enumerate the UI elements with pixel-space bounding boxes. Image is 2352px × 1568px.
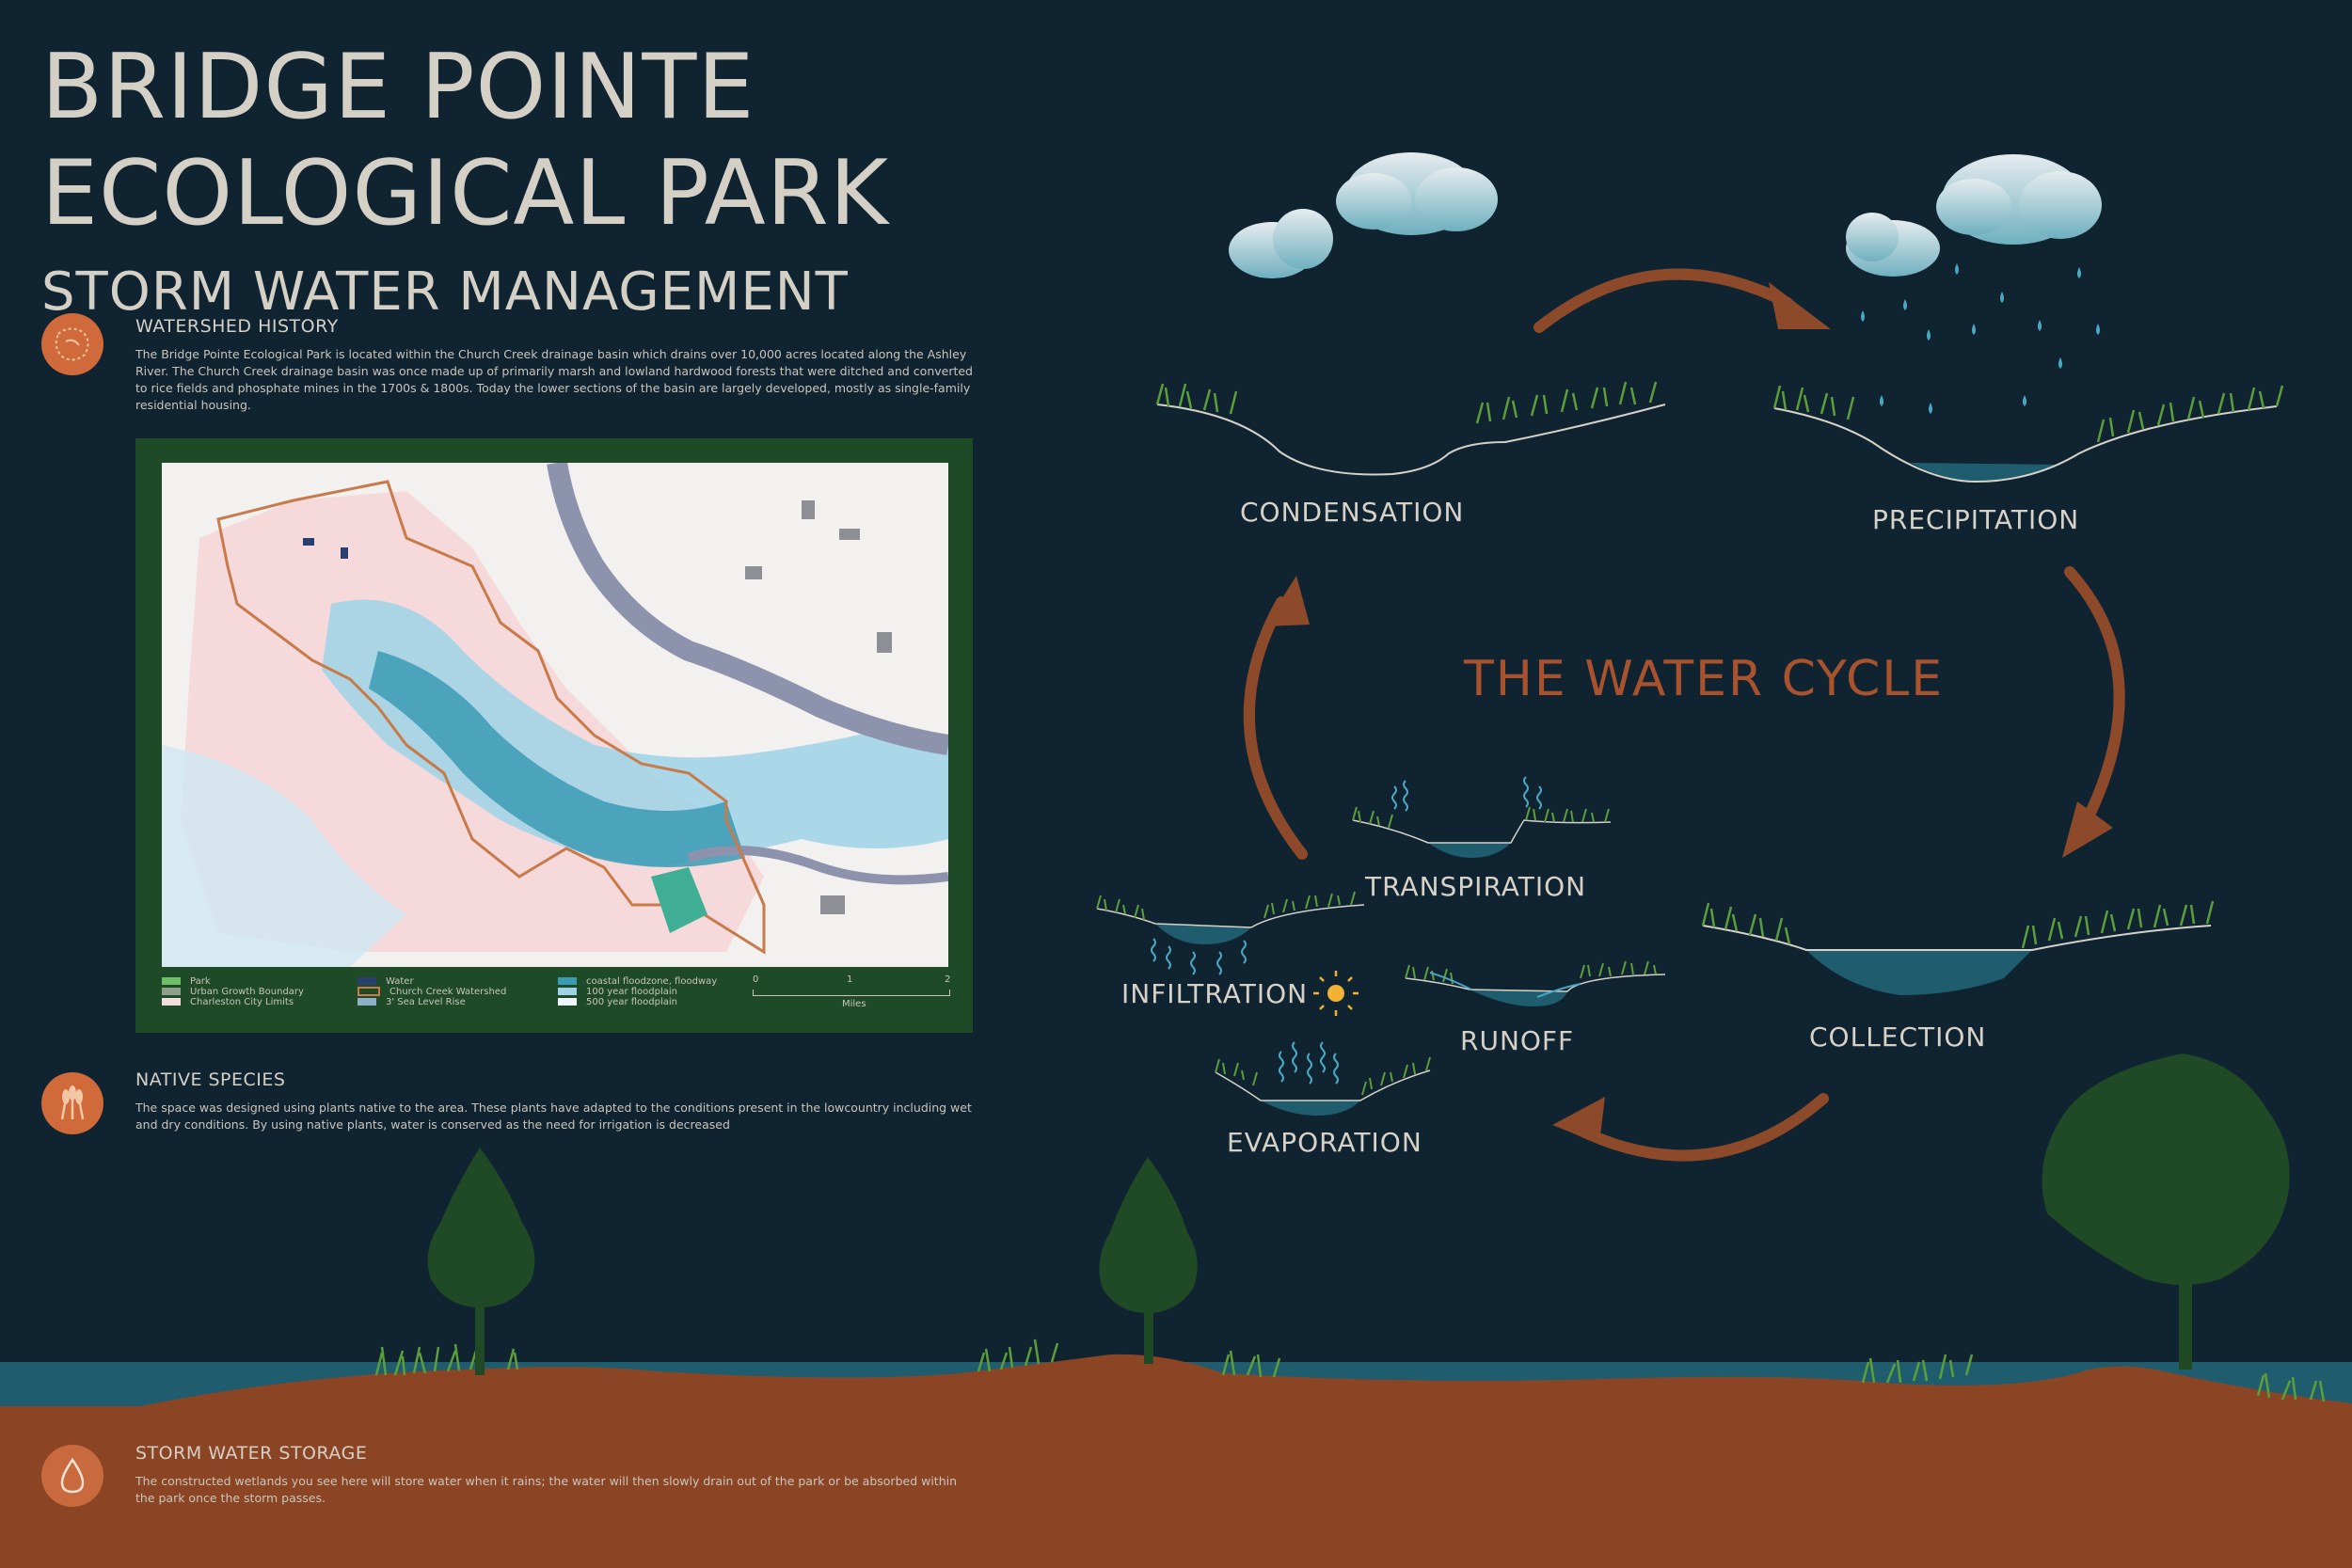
watershed-icon xyxy=(41,313,103,375)
legend-item: 100 year floodplain xyxy=(558,987,774,997)
map-legend-col1: Park Urban Growth Boundary Charleston Ci… xyxy=(162,976,378,1007)
title-block: BRIDGE POINTE ECOLOGICAL PARK STORM WATE… xyxy=(41,36,890,324)
infiltration-basin xyxy=(1096,891,1365,975)
legend-item: 500 year floodplain xyxy=(558,997,774,1007)
map-legend-col2: Water Church Creek Watershed 3' Sea Leve… xyxy=(358,976,574,1007)
native-body: The space was designed using plants nati… xyxy=(135,1101,972,1132)
native-plants-icon xyxy=(41,1072,103,1134)
evaporation-basin xyxy=(1215,1041,1431,1116)
stage-label-runoff: RUNOFF xyxy=(1460,1025,1575,1056)
watershed-body: The Bridge Pointe Ecological Park is loc… xyxy=(135,347,973,413)
page-subtitle: STORM WATER MANAGEMENT xyxy=(41,261,849,323)
soil-ground xyxy=(0,1354,2352,1568)
legend-swatch xyxy=(558,998,577,1006)
runoff-basin xyxy=(1405,960,1666,1006)
stage-label-evaporation: EVAPORATION xyxy=(1227,1127,1422,1158)
cycle-arrows xyxy=(1243,268,2125,1162)
raindrops xyxy=(1861,263,2100,414)
legend-item: Church Creek Watershed xyxy=(358,987,574,997)
tree-middle xyxy=(1099,1157,1198,1364)
ground-grass xyxy=(374,1338,2326,1402)
watershed-map xyxy=(162,463,948,967)
legend-swatch xyxy=(162,977,181,985)
scale-unit: Miles xyxy=(842,999,866,1009)
collection-basin xyxy=(1701,900,2215,995)
storage-heading: STORM WATER STORAGE xyxy=(135,1443,368,1464)
tree-left xyxy=(427,1148,535,1375)
transpiration-basin xyxy=(1352,776,1612,858)
precipitation-basin xyxy=(1772,385,2284,483)
storage-body: The constructed wetlands you see here wi… xyxy=(135,1474,958,1506)
legend-swatch xyxy=(358,998,376,1006)
legend-item: Charleston City Limits xyxy=(162,997,378,1007)
legend-swatch xyxy=(558,988,577,995)
legend-item: coastal floodzone, floodway xyxy=(558,976,774,987)
legend-swatch xyxy=(558,977,577,985)
page-title-line1: BRIDGE POINTE xyxy=(41,36,755,139)
sun-icon xyxy=(1313,971,1359,1016)
condensation-basin xyxy=(1155,381,1666,476)
watershed-map-panel: Park Urban Growth Boundary Charleston Ci… xyxy=(135,438,973,1033)
cloud-cluster-condensation xyxy=(1229,152,1498,278)
page-title-line2: ECOLOGICAL PARK xyxy=(41,142,890,245)
legend-item: 3' Sea Level Rise xyxy=(358,997,574,1007)
water-cycle-title: THE WATER CYCLE xyxy=(1464,651,1945,707)
scale-tick-0: 0 xyxy=(753,974,759,985)
native-heading: NATIVE SPECIES xyxy=(135,1069,286,1090)
legend-item: Urban Growth Boundary xyxy=(162,987,378,997)
legend-item: Park xyxy=(162,976,378,987)
cloud-cluster-precipitation xyxy=(1846,154,2102,277)
stage-label-transpiration: TRANSPIRATION xyxy=(1365,871,1587,902)
scale-tick-2: 2 xyxy=(945,974,951,985)
legend-swatch xyxy=(162,998,181,1006)
legend-swatch xyxy=(162,988,181,995)
cycle-arrowheads xyxy=(1264,282,2113,1144)
watershed-heading: WATERSHED HISTORY xyxy=(135,316,339,337)
stage-label-condensation: CONDENSATION xyxy=(1240,497,1465,528)
water-drop-icon xyxy=(41,1445,103,1507)
stage-label-precipitation: PRECIPITATION xyxy=(1872,504,2080,535)
map-scale-bar: 0 1 2 Miles xyxy=(753,974,950,1016)
scale-tick-1: 1 xyxy=(847,974,853,985)
stage-label-infiltration: INFILTRATION xyxy=(1121,978,1309,1009)
tree-right xyxy=(2042,1053,2290,1370)
stage-label-collection: COLLECTION xyxy=(1809,1022,1987,1053)
legend-swatch xyxy=(358,977,376,985)
legend-item: Water xyxy=(358,976,574,987)
map-legend-col3: coastal floodzone, floodway 100 year flo… xyxy=(558,976,774,1007)
legend-swatch xyxy=(358,987,380,996)
